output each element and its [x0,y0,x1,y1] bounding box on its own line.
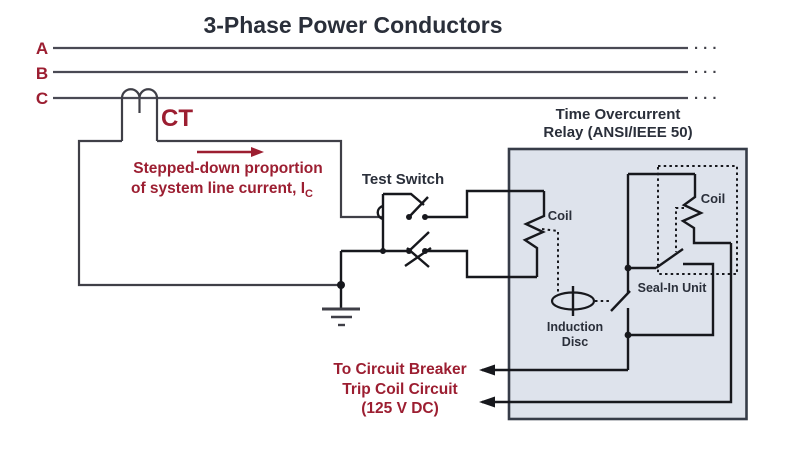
ct-secondary-leads [120,98,159,141]
seal-in-unit-box [657,165,738,275]
test-switch-jack-hook [376,204,384,221]
current-arrow-icon [197,147,264,157]
trip-circuit-label: To Circuit Breaker Trip Coil Circuit (12… [333,361,466,417]
induction-disc-label-line2: Disc [562,335,588,349]
phase-c-label: C [36,89,48,108]
ground-junction-dot [337,281,345,289]
wire-to-relay-top [425,189,544,219]
relay-dotted-links [541,165,738,302]
test-switch-bottom-blade [408,231,430,252]
disc-contact-blade [610,290,631,312]
induction-disc-label-line1: Induction [547,320,603,334]
phase-a-label: A [36,39,48,58]
test-switch-contact-dots [380,214,428,254]
ct-loop-left-wire [77,139,341,287]
ct-secondary-loop [77,139,383,287]
ct-caption-line2-main: of system line current, I [131,180,305,197]
test-switch-label: Test Switch [362,171,444,188]
relay-labels: Coil Coil Seal-In Unit Induction Disc [547,191,725,349]
trip-circuit-line2: Trip Coil Circuit [342,381,457,398]
dc-line-2 [482,243,733,404]
trip-arrows [479,364,495,408]
test-switch-top-blade [408,196,429,218]
trip-arrow-1 [479,364,495,376]
seal-in-coil-label: Coil [701,191,726,206]
induction-disc-symbol [550,291,596,311]
seal-in-coil-symbol [680,174,731,245]
page-title: 3-Phase Power Conductors [203,12,502,38]
ct-symbol [120,88,159,141]
seal-in-unit-label: Seal-In Unit [638,281,708,295]
phase-c-ellipsis: · · · [694,90,717,107]
ct-label: CT [161,105,193,132]
relay-title-line1: Time Overcurrent [556,106,681,123]
test-switch [339,189,544,308]
relay-title-line2: Relay (ANSI/IEEE 50) [543,124,692,141]
ct-winding-icon [120,88,159,99]
ct-loop-right-wire [157,139,383,219]
phase-conductors [53,46,688,100]
seal-in-mech-link [675,207,684,252]
trip-circuit-line1: To Circuit Breaker [333,361,466,378]
ground-icon [322,307,360,327]
trip-circuit-line3: (125 V DC) [361,400,439,417]
ct-caption-line2: of system line current, IC [131,180,313,200]
test-switch-top-bridge [383,192,425,206]
seal-in-blade [655,248,684,269]
ct-caption-subscript: C [305,188,313,200]
ct-caption-line1: Stepped-down proportion [133,160,322,177]
relay-internals [482,172,733,404]
phase-b-label: B [36,64,48,83]
trip-arrow-2 [479,396,495,408]
phase-a-ellipsis: · · · [694,40,717,57]
operating-coil-label: Coil [548,208,573,223]
phase-continuation-dots: · · · · · · · · · [694,40,717,107]
operating-coil-symbol [522,191,546,277]
relay-junction-dots [624,264,632,339]
seal-in-fixed-contact-wire [628,262,715,337]
wire-to-relay-bottom [425,249,537,279]
phase-labels: A B C [36,39,48,108]
phase-b-ellipsis: · · · [694,64,717,81]
